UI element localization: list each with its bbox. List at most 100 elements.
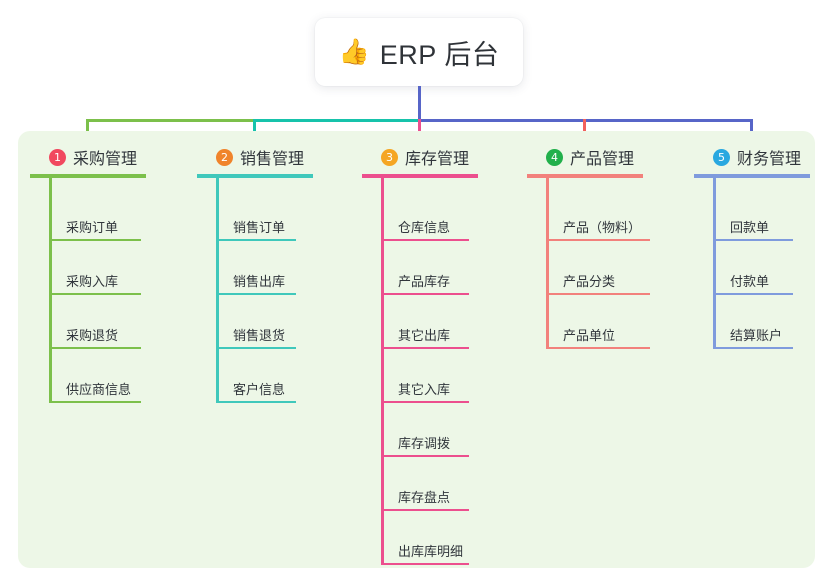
branch-title-finance: 财务管理 xyxy=(737,151,802,168)
branch-item[interactable]: 回款单 xyxy=(713,201,793,241)
branch-item-rule xyxy=(216,347,296,349)
branch-title-sales: 销售管理 xyxy=(240,151,305,168)
branch-item-label: 库存盘点 xyxy=(398,490,451,505)
branch-item-rule xyxy=(49,293,141,295)
branch-item[interactable]: 产品库存 xyxy=(381,255,469,295)
branch-header-finance[interactable]: 5 财务管理 xyxy=(694,143,801,171)
branch-title-purchase: 采购管理 xyxy=(73,151,138,168)
branch-item-label: 产品单位 xyxy=(563,328,616,343)
branch-number-badge-sales: 2 xyxy=(216,148,233,166)
content-panel: 1 采购管理采购订单采购入库采购退货供应商信息 2 销售管理销售订单销售出库销售退货客… xyxy=(18,131,815,568)
branch-item[interactable]: 产品（物料） xyxy=(546,201,650,241)
branch-item[interactable]: 供应商信息 xyxy=(49,363,141,403)
root-stem xyxy=(418,86,421,122)
branch-number-badge-finance: 5 xyxy=(713,148,730,166)
branch-item-label: 其它出库 xyxy=(398,328,451,343)
branch-item-label: 销售订单 xyxy=(233,220,286,235)
branch-column-purchase: 1 采购管理采购订单采购入库采购退货供应商信息 xyxy=(30,143,146,403)
branch-item-label: 采购入库 xyxy=(66,274,119,289)
branch-item-label: 销售出库 xyxy=(233,274,286,289)
branch-column-sales: 2 销售管理销售订单销售出库销售退货客户信息 xyxy=(197,143,313,403)
branch-spine-product xyxy=(546,177,549,349)
branch-item[interactable]: 销售出库 xyxy=(216,255,296,295)
branch-item[interactable]: 其它入库 xyxy=(381,363,469,403)
branch-item-label: 供应商信息 xyxy=(66,382,132,397)
branch-item-label: 结算账户 xyxy=(730,328,783,343)
branch-item[interactable]: 仓库信息 xyxy=(381,201,469,241)
branch-item-rule xyxy=(49,347,141,349)
branch-item-rule xyxy=(381,455,469,457)
branch-item[interactable]: 销售订单 xyxy=(216,201,296,241)
branch-item[interactable]: 客户信息 xyxy=(216,363,296,403)
branch-title-inventory: 库存管理 xyxy=(405,151,470,168)
branch-column-product: 4 产品管理产品（物料） 产品分类产品单位 xyxy=(527,143,650,349)
branch-item[interactable]: 结算账户 xyxy=(713,309,793,349)
branch-item-rule xyxy=(49,239,141,241)
branch-column-finance: 5 财务管理回款单付款单结算账户 xyxy=(694,143,810,349)
branch-item-label: 采购订单 xyxy=(66,220,119,235)
branch-item-rule xyxy=(381,401,469,403)
branch-item[interactable]: 产品分类 xyxy=(546,255,650,295)
branch-item-rule xyxy=(49,401,141,403)
branch-item-label: 库存调拨 xyxy=(398,436,451,451)
branch-item[interactable]: 采购退货 xyxy=(49,309,141,349)
branch-item-rule xyxy=(546,239,650,241)
branch-item-label: 仓库信息 xyxy=(398,220,451,235)
branch-item[interactable]: 采购入库 xyxy=(49,255,141,295)
branch-item-rule xyxy=(381,239,469,241)
branch-item-rule xyxy=(216,401,296,403)
branch-item-label: 产品（物料） xyxy=(563,220,642,235)
branch-item-rule xyxy=(713,347,793,349)
branch-header-purchase[interactable]: 1 采购管理 xyxy=(30,143,137,171)
branch-header-sales[interactable]: 2 销售管理 xyxy=(197,143,304,171)
branch-item[interactable]: 销售退货 xyxy=(216,309,296,349)
branch-item-rule xyxy=(381,509,469,511)
branch-item-rule xyxy=(216,239,296,241)
branch-spine-finance xyxy=(713,177,716,349)
branch-item-rule xyxy=(546,347,650,349)
thumbs-up-icon: 👍 xyxy=(338,37,370,66)
branch-column-inventory: 3 库存管理仓库信息产品库存其它出库其它入库库存调拨库存盘点出库库明细 xyxy=(362,143,478,565)
branch-item[interactable]: 产品单位 xyxy=(546,309,650,349)
branch-number-badge-inventory: 3 xyxy=(381,148,398,166)
branch-item[interactable]: 库存调拨 xyxy=(381,417,469,457)
branch-item-rule xyxy=(546,293,650,295)
branch-spine-inventory xyxy=(381,177,384,565)
branch-item-rule xyxy=(216,293,296,295)
root-node-card[interactable]: 👍 ERP 后台 xyxy=(315,18,523,86)
branch-item-label: 采购退货 xyxy=(66,328,119,343)
branch-header-rule-purchase xyxy=(30,174,146,178)
branch-title-product: 产品管理 xyxy=(570,151,635,168)
branch-item-label: 出库库明细 xyxy=(398,544,464,559)
branch-item-rule xyxy=(713,239,793,241)
green-segment xyxy=(86,119,254,122)
branch-header-inventory[interactable]: 3 库存管理 xyxy=(362,143,469,171)
branch-item-label: 客户信息 xyxy=(233,382,286,397)
branch-header-rule-product xyxy=(527,174,643,178)
branch-item[interactable]: 付款单 xyxy=(713,255,793,295)
branch-number-badge-product: 4 xyxy=(546,148,563,166)
branch-item-rule xyxy=(381,293,469,295)
branch-header-product[interactable]: 4 产品管理 xyxy=(527,143,634,171)
branch-item-label: 产品库存 xyxy=(398,274,451,289)
branch-item-label: 销售退货 xyxy=(233,328,286,343)
branch-item-rule xyxy=(381,347,469,349)
branch-item[interactable]: 采购订单 xyxy=(49,201,141,241)
branch-item-label: 其它入库 xyxy=(398,382,451,397)
branch-item-rule xyxy=(381,563,469,565)
branch-item-rule xyxy=(713,293,793,295)
branch-item-label: 回款单 xyxy=(730,220,770,235)
branch-header-rule-inventory xyxy=(362,174,478,178)
branch-item-label: 产品分类 xyxy=(563,274,616,289)
branch-spine-purchase xyxy=(49,177,52,403)
branch-item[interactable]: 其它出库 xyxy=(381,309,469,349)
branch-number-badge-purchase: 1 xyxy=(49,148,66,166)
branch-header-rule-sales xyxy=(197,174,313,178)
teal-segment xyxy=(253,119,419,122)
branch-header-rule-finance xyxy=(694,174,810,178)
branch-item-label: 付款单 xyxy=(730,274,770,289)
branch-item[interactable]: 库存盘点 xyxy=(381,471,469,511)
branch-item[interactable]: 出库库明细 xyxy=(381,525,469,565)
branch-spine-sales xyxy=(216,177,219,403)
